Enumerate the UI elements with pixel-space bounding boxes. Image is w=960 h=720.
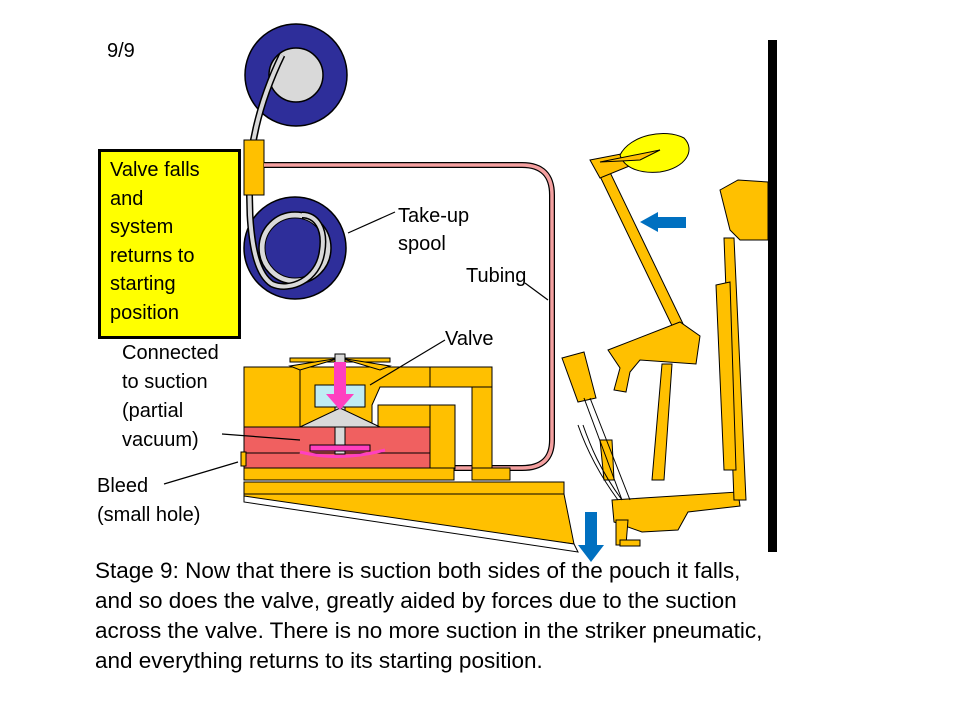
callout-line: and [110,187,144,210]
action-wires [577,397,631,501]
piano-action [561,133,769,547]
pneumatic-pull-arrow [578,512,604,562]
callout-line: system [110,216,174,238]
striker-pneumatic [243,493,579,553]
bleed-hole [240,451,247,467]
label-connected-line4: vacuum) [122,429,199,451]
callout-line: returns to [110,244,195,267]
label-connected-line3: (partial [122,400,183,422]
callout-line: position [110,301,179,324]
caption-line: and everything returns to its starting p… [95,648,543,673]
label-take-up-spool-line2: spool [398,233,446,255]
page-number: 9/9 [107,40,135,62]
callout-line: starting [110,273,176,295]
callout-line: Valve falls [110,159,200,181]
label-tubing: Tubing [466,265,526,287]
label-take-up-spool-line1: Take-up [398,205,469,227]
take-up-spool [243,196,347,300]
label-bleed-line2: (small hole) [97,504,200,526]
tracker-bar [243,139,265,196]
label-connected-line2: to suction [122,371,208,393]
stage-callout-box: Valve falls and system returns to starti… [98,149,241,339]
leader-lines [163,211,549,485]
caption-line: and so does the valve, greatly aided by … [95,588,737,613]
label-bleed-line1: Bleed [97,475,148,497]
stage-caption: Stage 9: Now that there is suction both … [95,556,915,676]
hammer-motion-arrow [640,212,686,232]
caption-line: Stage 9: Now that there is suction both … [95,558,741,583]
piano-string [768,40,777,552]
label-valve: Valve [445,328,494,350]
caption-line: across the valve. There is no more sucti… [95,618,763,643]
label-connected-line1: Connected [122,342,219,364]
valve-down-arrow [326,362,354,410]
